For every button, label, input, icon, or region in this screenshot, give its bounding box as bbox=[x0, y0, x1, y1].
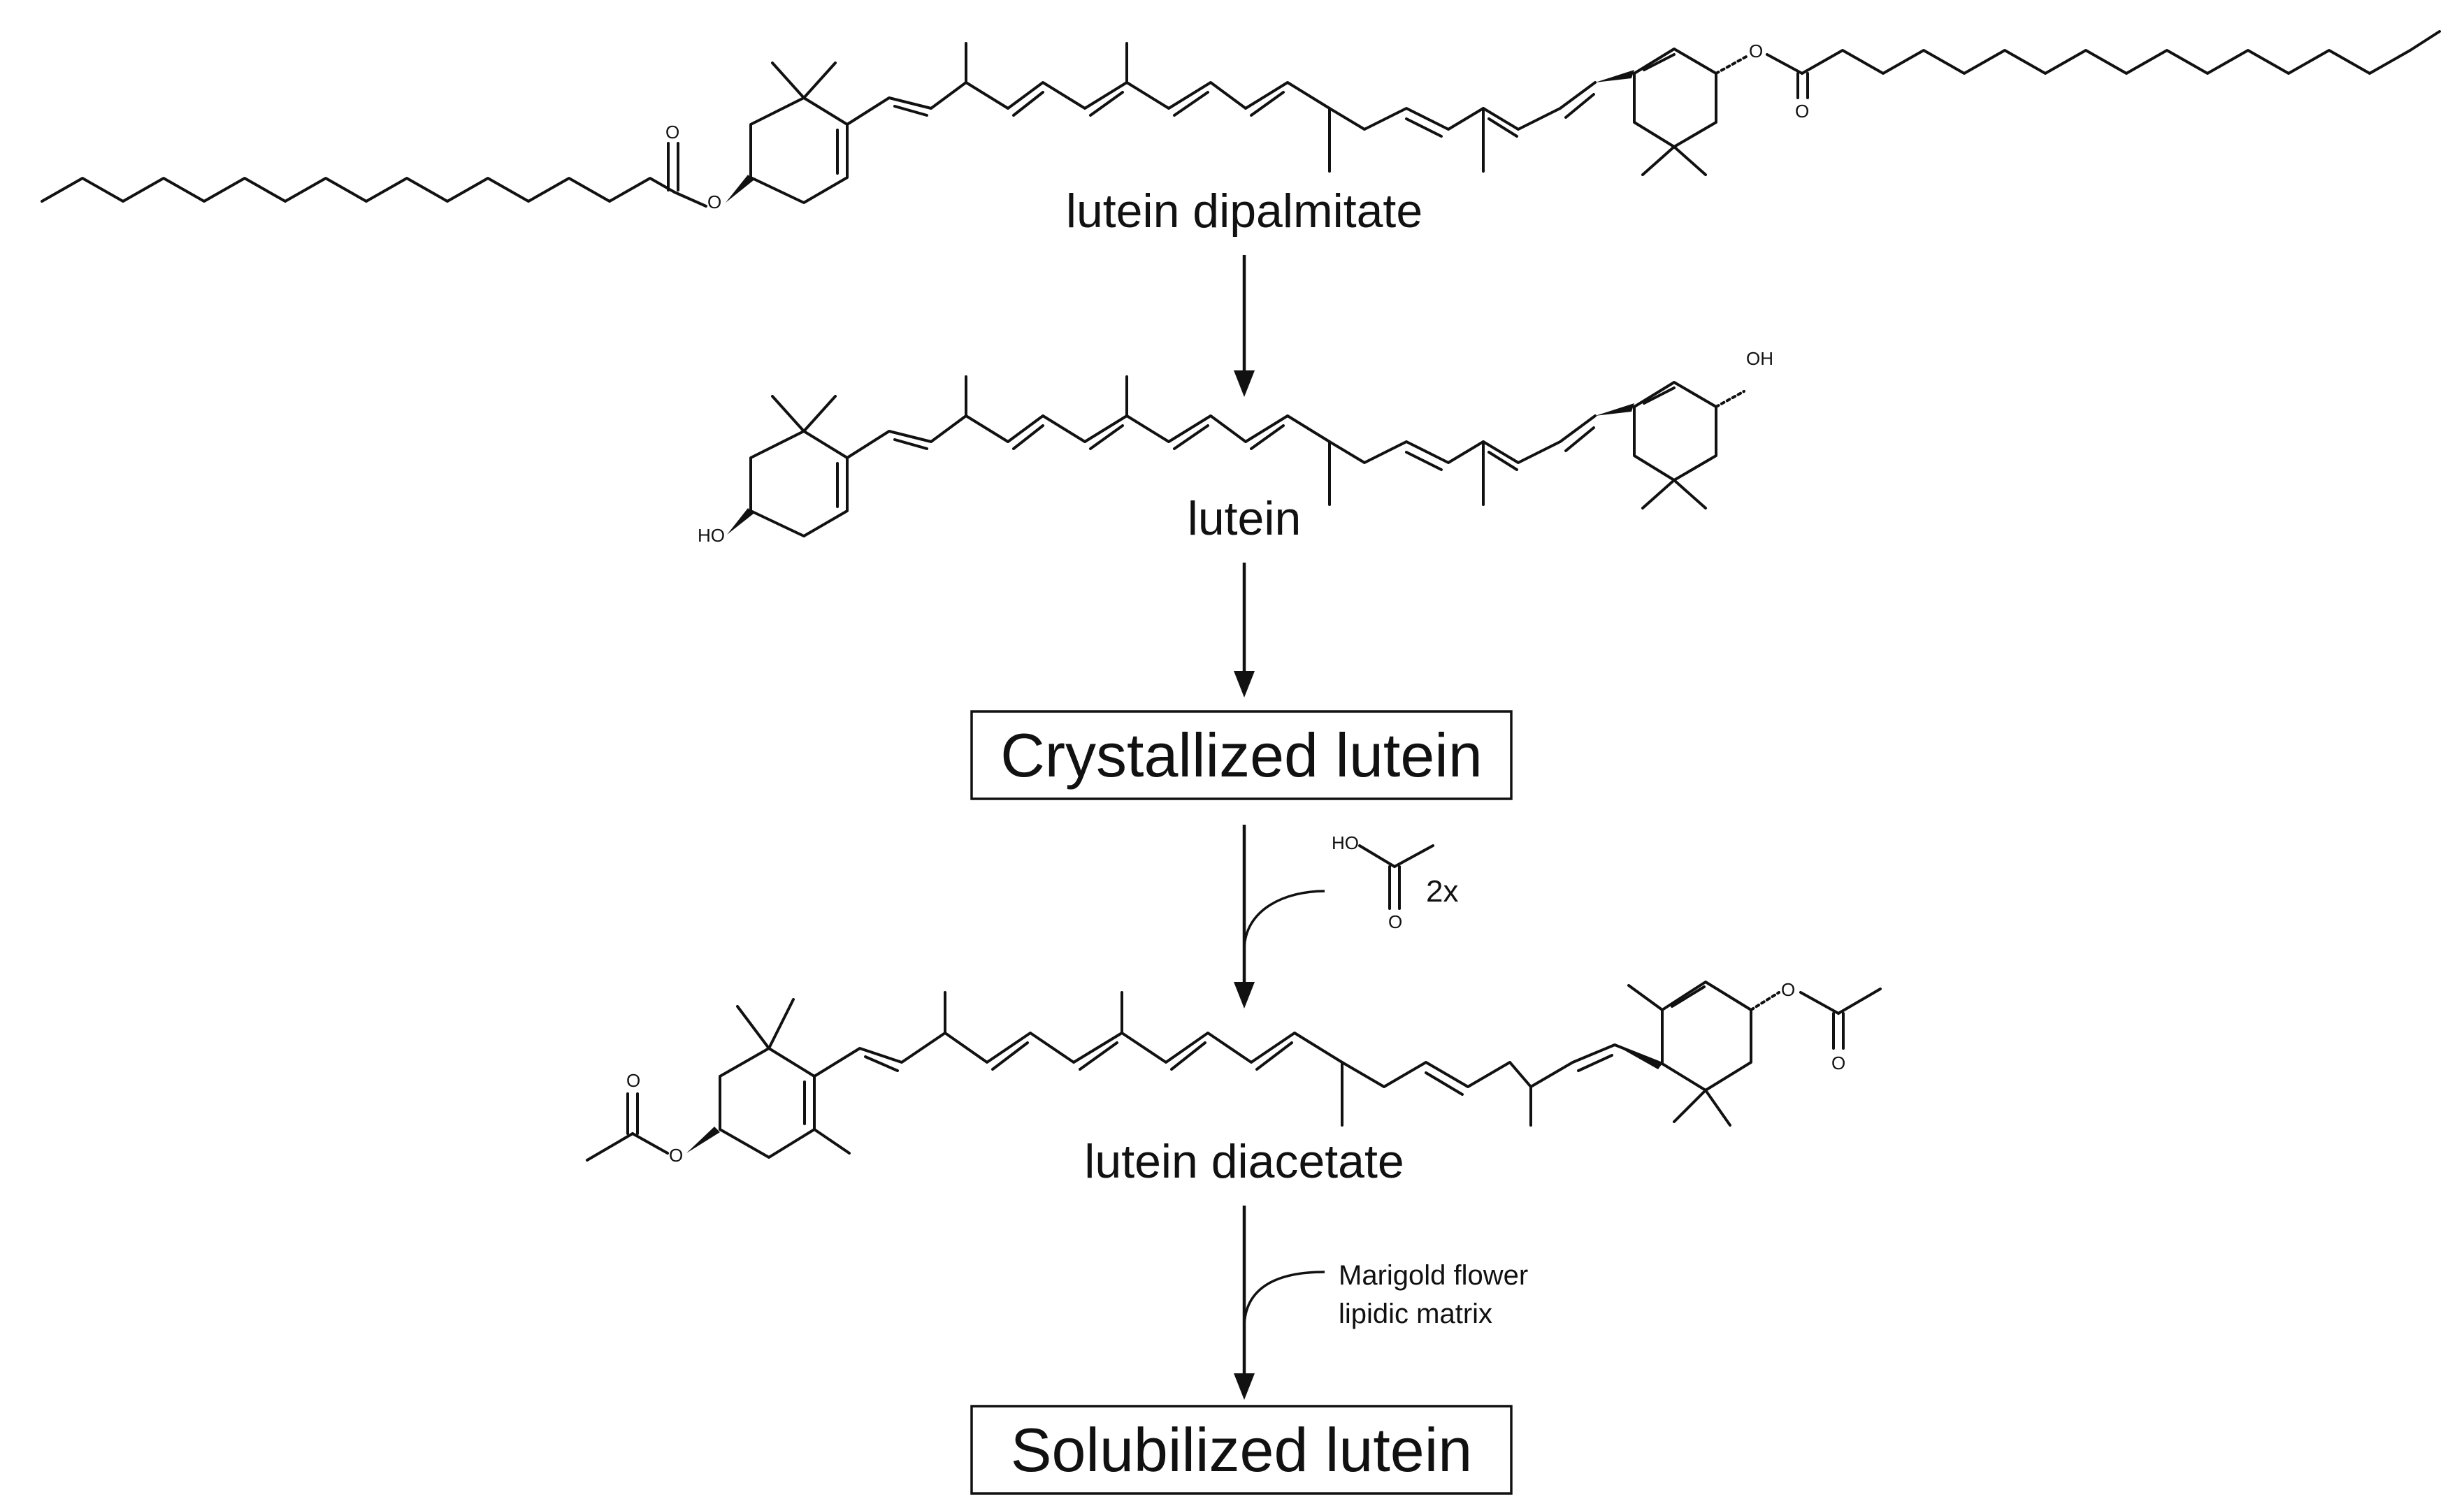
arrow-lutein-to-crystallized bbox=[1234, 563, 1255, 697]
carbonyl-oxygen: O bbox=[665, 122, 679, 143]
lutein-diacetate-structure: O O O O bbox=[586, 979, 1882, 1166]
lutein-diacetate-label: lutein diacetate bbox=[1084, 1135, 1404, 1188]
arrow-solubilization bbox=[1234, 1206, 1325, 1400]
crystallized-lutein-label: Crystallized lutein bbox=[1000, 721, 1483, 790]
hydroxyl-left: HO bbox=[698, 525, 725, 546]
reagent-multiplier: 2x bbox=[1426, 874, 1458, 909]
acetic-acid-reagent: HO O 2x bbox=[1332, 832, 1458, 932]
right-palmitate-chain bbox=[1801, 30, 2441, 75]
left-acetate-carbonyl: O bbox=[626, 1070, 640, 1091]
lutein-label: lutein bbox=[1188, 492, 1302, 545]
acetic-acid-carbonyl: O bbox=[1388, 911, 1402, 932]
acetic-acid-hydroxyl: HO bbox=[1332, 832, 1359, 853]
solubilized-lutein-box bbox=[970, 1405, 1513, 1495]
matrix-note-line1: Marigold flower bbox=[1339, 1260, 1528, 1291]
left-acetate-oxygen: O bbox=[669, 1145, 683, 1166]
crystallized-lutein-box bbox=[970, 710, 1513, 800]
right-ester-oxygen: O bbox=[1749, 41, 1763, 62]
lutein-dipalmitate-structure: O O O O bbox=[41, 30, 2441, 212]
right-carbonyl-oxygen: O bbox=[1795, 101, 1809, 122]
right-acetate-carbonyl: O bbox=[1831, 1053, 1845, 1073]
right-acetate-oxygen: O bbox=[1781, 979, 1795, 1000]
solubilized-lutein-label: Solubilized lutein bbox=[1011, 1415, 1472, 1484]
left-palmitate-chain bbox=[41, 177, 676, 203]
matrix-note-line2: lipidic matrix bbox=[1339, 1299, 1492, 1329]
arrow-dipalmitate-to-lutein bbox=[1234, 255, 1255, 397]
lutein-dipalmitate-label: lutein dipalmitate bbox=[1066, 185, 1422, 238]
ester-oxygen: O bbox=[707, 191, 721, 212]
polyene-chain bbox=[846, 81, 1597, 131]
hydroxyl-right: OH bbox=[1746, 348, 1773, 369]
lutein-structure: HO OH bbox=[698, 348, 1773, 546]
arrow-acetylation bbox=[1234, 825, 1325, 1008]
